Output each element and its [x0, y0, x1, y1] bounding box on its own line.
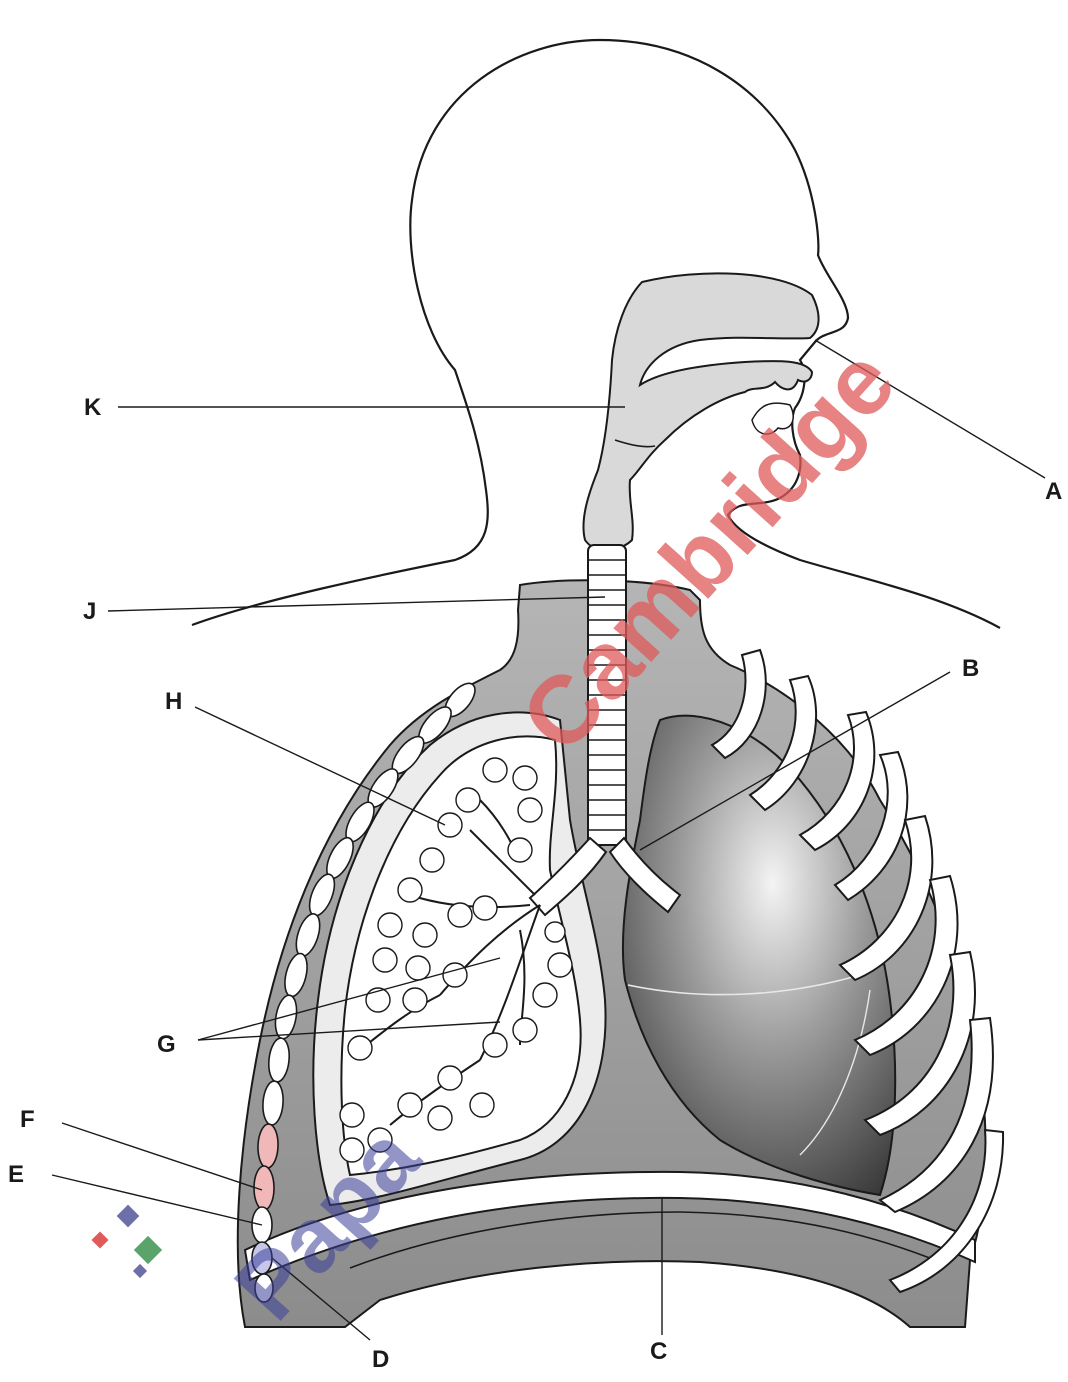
label-f: F — [20, 1108, 35, 1132]
label-d: D — [372, 1348, 389, 1372]
label-e: E — [8, 1163, 24, 1187]
tongue-area — [752, 403, 793, 434]
label-c: C — [650, 1340, 667, 1364]
label-a: A — [1045, 480, 1062, 504]
label-h: H — [165, 690, 182, 714]
label-b: B — [962, 657, 979, 681]
watermark-logo — [80, 1200, 200, 1290]
label-k: K — [84, 396, 101, 420]
label-j: J — [83, 600, 96, 624]
label-g: G — [157, 1033, 176, 1057]
leader-F — [62, 1123, 262, 1190]
leader-A — [815, 340, 1045, 478]
